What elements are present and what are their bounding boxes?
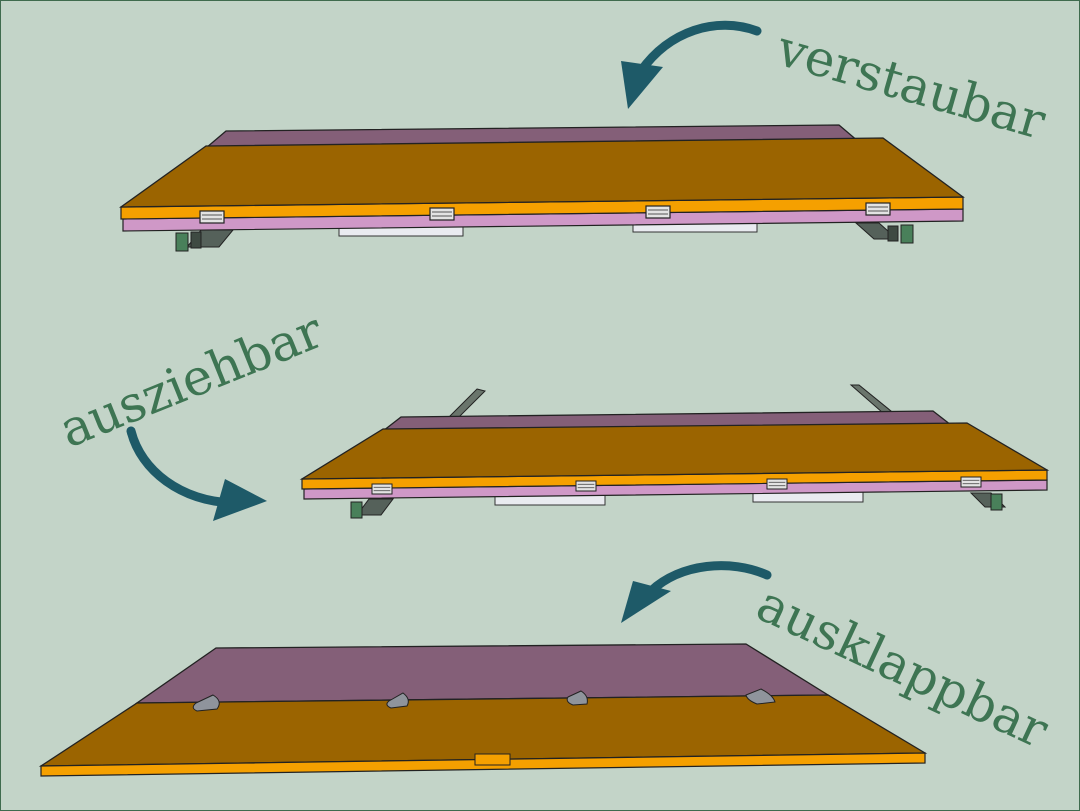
curved-arrow-icon <box>621 566 767 623</box>
table-top <box>121 138 963 207</box>
extended-rail-right <box>851 385 891 413</box>
table-extended <box>302 385 1047 518</box>
rear-panel <box>137 644 828 703</box>
curved-arrow-icon <box>621 25 757 109</box>
latch <box>475 754 510 765</box>
rail-left <box>176 230 233 251</box>
hinge-icon <box>767 479 787 489</box>
hinge-icon <box>576 481 596 491</box>
rail-right <box>971 493 1005 510</box>
hinge-icon <box>961 477 981 487</box>
table-stowed <box>121 125 963 251</box>
extended-rail-left <box>449 389 485 419</box>
hinge-icon <box>200 211 224 223</box>
hinge-icon <box>430 208 454 220</box>
curved-arrow-icon <box>131 431 267 521</box>
table-unfolded <box>41 644 925 776</box>
rail-left <box>351 499 393 518</box>
hinge-icon <box>646 206 670 218</box>
hinge-icon <box>866 203 890 215</box>
table-top <box>302 423 1047 479</box>
hinge-icon <box>372 484 392 494</box>
rail-right <box>856 223 913 243</box>
